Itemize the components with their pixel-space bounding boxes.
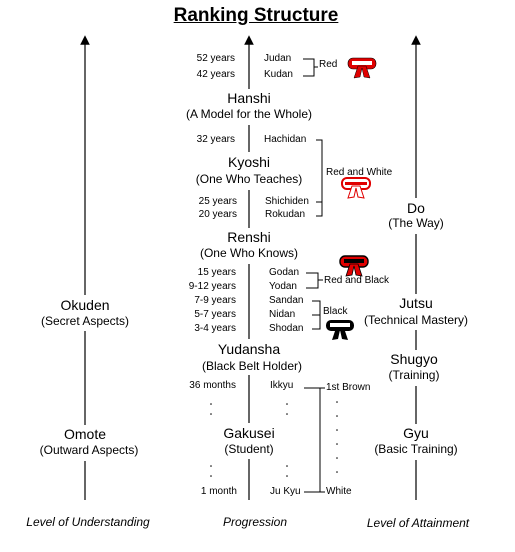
- do-label: Do: [407, 200, 425, 216]
- red-black-belt-icon: [339, 255, 369, 277]
- bracket-red: [303, 58, 318, 77]
- okuden-label: Okuden: [60, 297, 110, 313]
- gyu-subtitle: (Basic Training): [374, 442, 458, 456]
- progression-label: Progression: [222, 515, 288, 529]
- page-title: Ranking Structure: [173, 5, 339, 26]
- belt-label-red: Red: [319, 59, 338, 70]
- rank-sandan: Sandan: [269, 295, 304, 306]
- renshi-label: Renshi: [227, 229, 271, 245]
- time-nidan: 5-7 years: [194, 309, 236, 320]
- rank-hachidan: Hachidan: [264, 134, 307, 145]
- time-godan: 15 years: [197, 267, 236, 278]
- red-white-belt-icon: [341, 177, 371, 199]
- time-rokudan: 20 years: [198, 209, 237, 220]
- bracket-black: [312, 300, 321, 330]
- shugyo-label: Shugyo: [390, 351, 438, 367]
- yudansha-subtitle: (Black Belt Holder): [201, 359, 303, 373]
- jutsu-subtitle: (Technical Mastery): [363, 313, 469, 327]
- omote-subtitle: (Outward Aspects): [39, 443, 139, 457]
- rank-ikkyu: Ikkyu: [270, 380, 294, 391]
- rank-kudan: Kudan: [264, 69, 293, 80]
- rank-yodan: Yodan: [269, 281, 297, 292]
- bracket-brown-white: [304, 387, 325, 493]
- do-subtitle: (The Way): [388, 216, 444, 230]
- okuden-subtitle: (Secret Aspects): [40, 314, 130, 328]
- shugyo-subtitle: (Training): [388, 368, 440, 382]
- belt-label-brown: 1st Brown: [326, 382, 371, 393]
- kyoshi-label: Kyoshi: [227, 154, 271, 170]
- hanshi-subtitle: (A Model for the Whole): [185, 107, 313, 121]
- black-belt-icon: [326, 320, 354, 340]
- gakusei-label: Gakusei: [223, 425, 275, 441]
- time-kudan: 42 years: [196, 69, 235, 80]
- time-hachidan: 32 years: [196, 134, 235, 145]
- dotted-leaders: [210, 401, 338, 477]
- belt-label-red-white: Red and White: [326, 167, 393, 178]
- renshi-subtitle: (One Who Knows): [199, 246, 299, 260]
- rank-judan: Judan: [264, 53, 292, 64]
- omote-label: Omote: [63, 426, 107, 442]
- belt-label-red-black: Red and Black: [324, 275, 390, 286]
- time-ju-kyu: 1 month: [200, 486, 237, 497]
- time-ikkyu: 36 months: [189, 380, 236, 391]
- time-sandan: 7-9 years: [194, 295, 236, 306]
- kyoshi-subtitle: (One Who Teaches): [195, 172, 303, 186]
- belt-label-white: White: [326, 486, 352, 497]
- yudansha-label: Yudansha: [217, 341, 281, 357]
- rank-ju-kyu: Ju Kyu: [270, 486, 301, 497]
- rank-shichiden: Shichiden: [265, 196, 309, 207]
- hanshi-label: Hanshi: [227, 90, 271, 106]
- time-shichiden: 25 years: [198, 196, 237, 207]
- level-of-attainment-label: Level of Attainment: [366, 516, 470, 530]
- bracket-red-black: [306, 272, 323, 289]
- rank-nidan: Nidan: [269, 309, 296, 320]
- time-judan: 52 years: [196, 53, 235, 64]
- rank-rokudan: Rokudan: [265, 209, 306, 220]
- belt-label-black: Black: [323, 306, 348, 317]
- rank-shodan: Shodan: [269, 323, 304, 334]
- gakusei-subtitle: (Student): [224, 442, 274, 456]
- red-belt-icon: [347, 57, 377, 79]
- time-shodan: 3-4 years: [194, 323, 236, 334]
- level-of-understanding-label: Level of Understanding: [26, 515, 150, 529]
- gyu-label: Gyu: [403, 425, 429, 441]
- rank-godan: Godan: [269, 267, 300, 278]
- time-yodan: 9-12 years: [188, 281, 236, 292]
- bracket-red-white: [316, 139, 323, 217]
- jutsu-label: Jutsu: [399, 295, 433, 311]
